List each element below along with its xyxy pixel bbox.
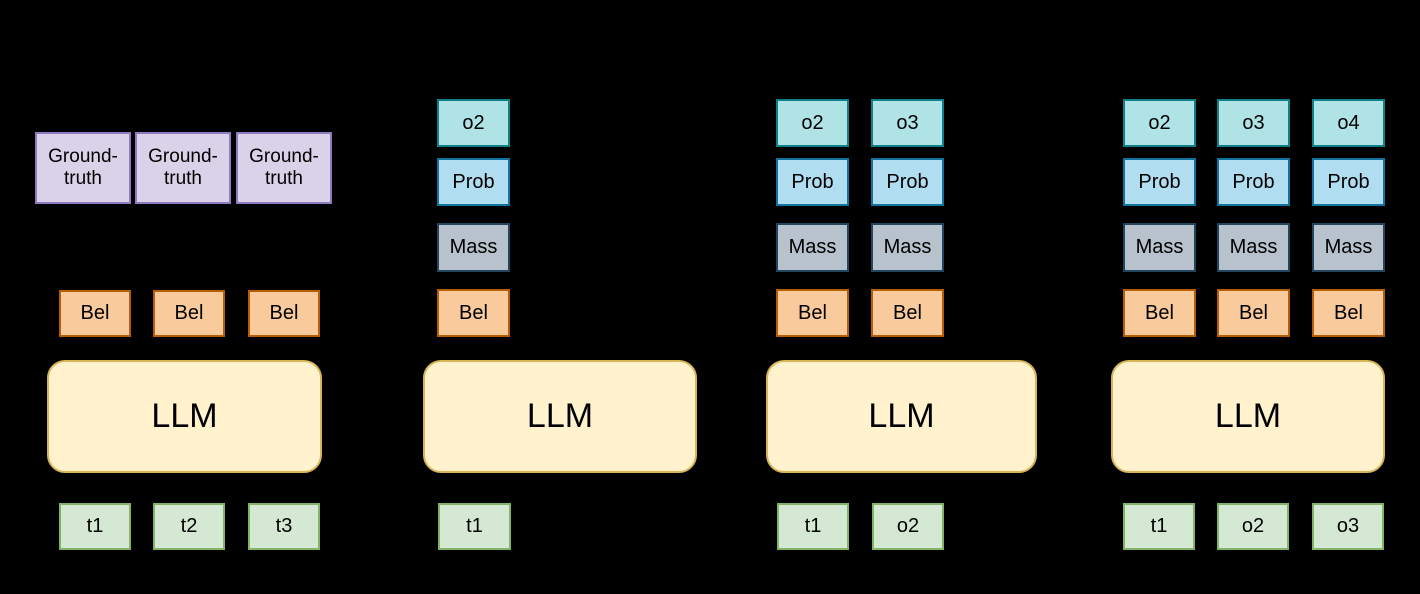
input-box: o3 [1312, 503, 1384, 550]
observation-box: o3 [871, 99, 944, 147]
ground-truth-label-line1: Ground- [249, 146, 319, 168]
prob-box: Prob [776, 158, 849, 206]
ground-truth-box: Ground- truth [236, 132, 332, 204]
bel-box: Bel [437, 289, 510, 337]
bel-box: Bel [776, 289, 849, 337]
mass-box: Mass [1123, 223, 1196, 272]
input-box: o2 [1217, 503, 1289, 550]
bel-box: Bel [871, 289, 944, 337]
ground-truth-label-line1: Ground- [148, 146, 218, 168]
input-box: o2 [872, 503, 944, 550]
bel-box: Bel [248, 290, 320, 337]
prob-box: Prob [1217, 158, 1290, 206]
input-box: t2 [153, 503, 225, 550]
ground-truth-label-line2: truth [63, 168, 103, 189]
observation-box: o4 [1312, 99, 1385, 147]
bel-box: Bel [1217, 289, 1290, 337]
input-box: t3 [248, 503, 320, 550]
llm-box: LLM [423, 360, 697, 473]
ground-truth-label-line2: truth [163, 168, 203, 189]
input-box: t1 [777, 503, 849, 550]
mass-box: Mass [776, 223, 849, 272]
prob-box: Prob [1312, 158, 1385, 206]
prob-box: Prob [871, 158, 944, 206]
input-box: t1 [1123, 503, 1195, 550]
bel-box: Bel [59, 290, 131, 337]
observation-box: o2 [776, 99, 849, 147]
prob-box: Prob [1123, 158, 1196, 206]
ground-truth-box: Ground- truth [135, 132, 231, 204]
observation-box: o3 [1217, 99, 1290, 147]
llm-box: LLM [47, 360, 322, 473]
prob-box: Prob [437, 158, 510, 206]
input-box: t1 [59, 503, 131, 550]
bel-box: Bel [1312, 289, 1385, 337]
mass-box: Mass [437, 223, 510, 272]
llm-box: LLM [1111, 360, 1385, 473]
bel-box: Bel [1123, 289, 1196, 337]
ground-truth-label-line2: truth [264, 168, 304, 189]
mass-box: Mass [871, 223, 944, 272]
mass-box: Mass [1312, 223, 1385, 272]
llm-box: LLM [766, 360, 1037, 473]
mass-box: Mass [1217, 223, 1290, 272]
ground-truth-box: Ground- truth [35, 132, 131, 204]
observation-box: o2 [1123, 99, 1196, 147]
bel-box: Bel [153, 290, 225, 337]
input-box: t1 [438, 503, 511, 550]
observation-box: o2 [437, 99, 510, 147]
ground-truth-label-line1: Ground- [48, 146, 118, 168]
